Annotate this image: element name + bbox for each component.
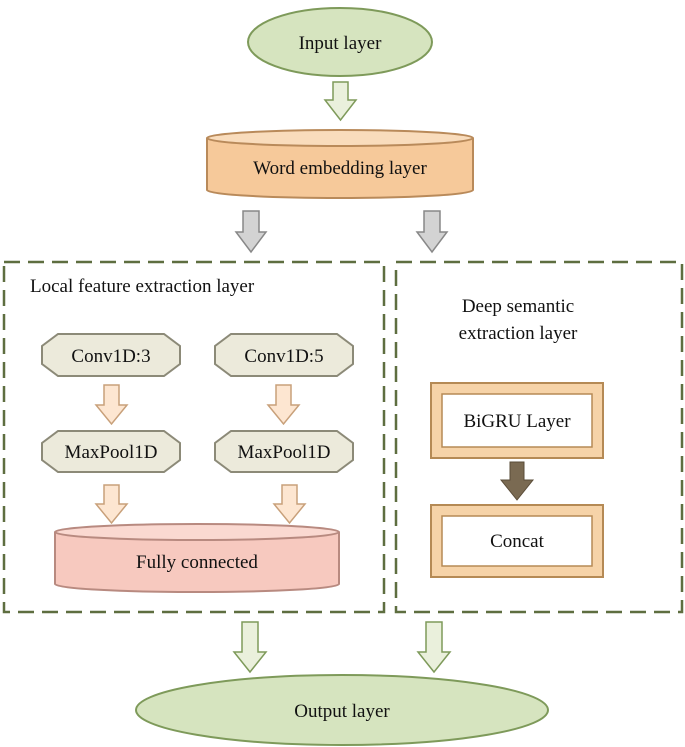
arrow-local-to-output (232, 621, 268, 674)
deep-semantic-group-title-line2: extraction layer (459, 323, 578, 344)
word-embedding-label: Word embedding layer (253, 158, 427, 179)
arrow-conv5-to-maxpool (266, 384, 301, 426)
arrow-input-to-embedding (323, 81, 358, 122)
arrow-maxpool-left-to-fc (94, 484, 129, 525)
arrow-embedding-to-local (234, 210, 268, 254)
local-feature-group-title: Local feature extraction layer (30, 276, 255, 297)
maxpool-right-node: MaxPool1D (214, 430, 354, 473)
maxpool-left-node: MaxPool1D (41, 430, 181, 473)
arrow-embedding-to-deep (415, 210, 449, 254)
input-layer-node: Input layer (247, 7, 433, 77)
conv1d-5-node: Conv1D:5 (214, 333, 354, 377)
deep-semantic-group (394, 260, 684, 614)
output-layer-label: Output layer (294, 701, 390, 722)
deep-semantic-group-title-line1: Deep semantic (462, 296, 574, 317)
input-layer-label: Input layer (299, 33, 383, 54)
arrow-maxpool-right-to-fc (272, 484, 307, 525)
conv1d-3-node: Conv1D:3 (41, 333, 181, 377)
conv1d-5-label: Conv1D:5 (244, 346, 323, 367)
fully-connected-node: Fully connected (54, 523, 340, 593)
maxpool-right-label: MaxPool1D (238, 442, 331, 463)
concat-label: Concat (490, 531, 545, 552)
bigru-node: BiGRU Layer (430, 382, 604, 459)
arrow-deep-to-output (416, 621, 452, 674)
maxpool-left-label: MaxPool1D (65, 442, 158, 463)
arrow-conv3-to-maxpool (94, 384, 129, 426)
output-layer-node: Output layer (135, 674, 549, 746)
concat-node: Concat (430, 504, 604, 578)
local-feature-group (2, 260, 386, 614)
conv1d-3-label: Conv1D:3 (71, 346, 150, 367)
word-embedding-node: Word embedding layer (206, 129, 474, 199)
arrow-bigru-to-concat (499, 461, 535, 501)
bigru-label: BiGRU Layer (463, 411, 571, 432)
fully-connected-label: Fully connected (136, 552, 258, 573)
